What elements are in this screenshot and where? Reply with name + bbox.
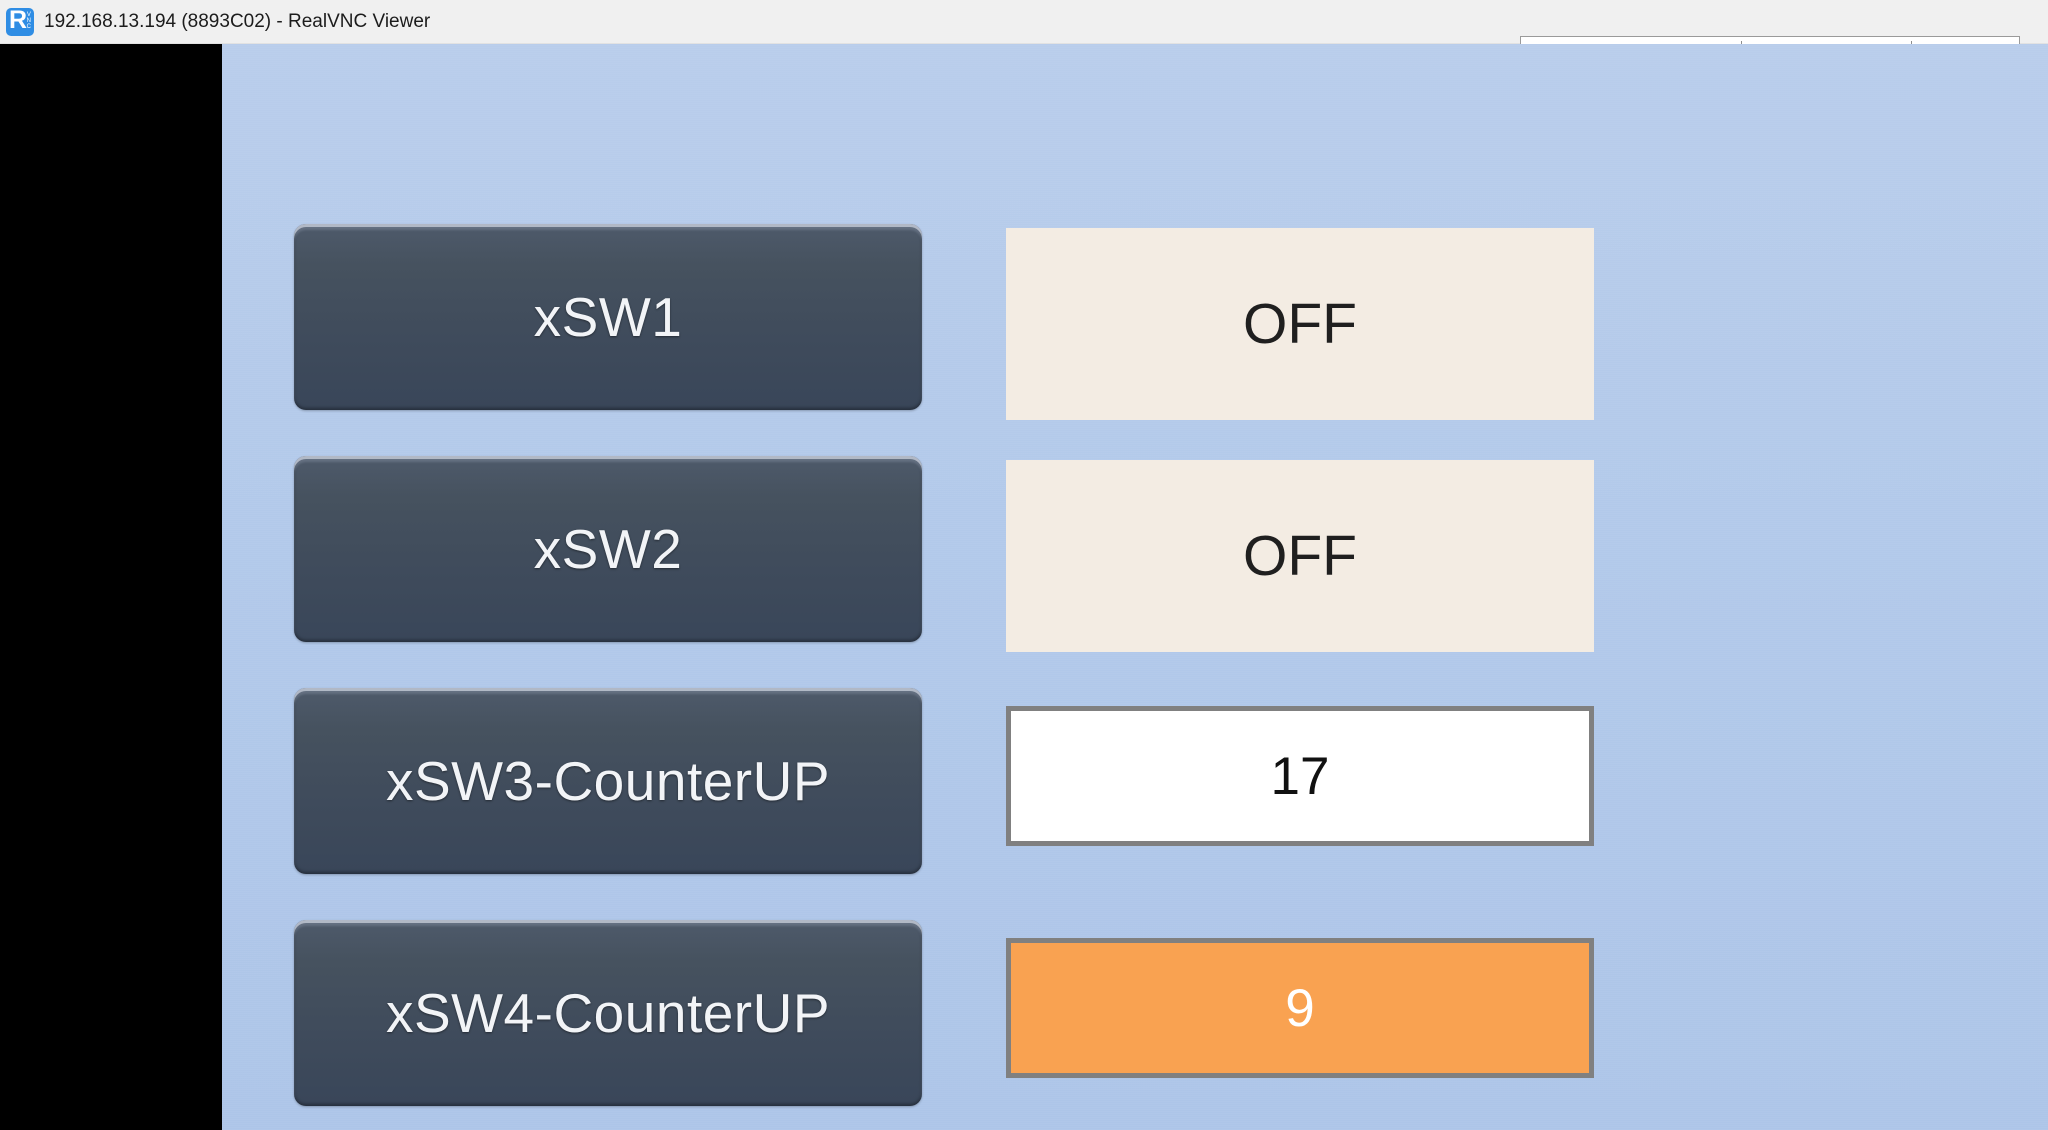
toolbar-tick	[1911, 41, 1912, 46]
background-toolbar-sliver	[1520, 36, 2020, 46]
control-row: xSW3-CounterUP 17	[294, 648, 1634, 874]
control-row: xSW2 OFF	[294, 416, 1634, 652]
xsw2-status-value: OFF	[1243, 524, 1357, 588]
remote-letterbox-left	[0, 44, 222, 1130]
xsw1-status-value: OFF	[1243, 292, 1357, 356]
xsw4-button-label: xSW4-CounterUP	[385, 982, 831, 1044]
toolbar-tick	[1741, 41, 1742, 46]
control-row: xSW4-CounterUP 9	[294, 880, 1634, 1106]
control-row: xSW1 OFF	[294, 184, 1634, 420]
xsw3-counterup-button[interactable]: xSW3-CounterUP	[294, 688, 922, 874]
xsw2-button[interactable]: xSW2	[294, 456, 922, 642]
xsw3-counter-display: 17	[1006, 706, 1594, 846]
xsw1-status-display: OFF	[1006, 228, 1594, 420]
xsw1-button-label: xSW1	[533, 286, 683, 348]
logo-letter-r: R	[9, 7, 27, 34]
control-rows: xSW1 OFF xSW2 OFF xSW3-CounterUP	[294, 184, 1634, 1112]
xsw4-counter-display: 9	[1006, 938, 1594, 1078]
xsw4-counterup-button[interactable]: xSW4-CounterUP	[294, 920, 922, 1106]
xsw2-button-label: xSW2	[533, 518, 683, 580]
xsw3-counter-value: 17	[1270, 746, 1330, 806]
window-title: 192.168.13.194 (8893C02) - RealVNC Viewe…	[44, 10, 431, 32]
xsw3-button-label: xSW3-CounterUP	[385, 750, 831, 812]
xsw4-counter-value: 9	[1285, 978, 1315, 1038]
xsw2-status-display: OFF	[1006, 460, 1594, 652]
remote-desktop-canvas[interactable]: xSW1 OFF xSW2 OFF xSW3-CounterUP	[222, 44, 2048, 1130]
xsw1-button[interactable]: xSW1	[294, 224, 922, 410]
